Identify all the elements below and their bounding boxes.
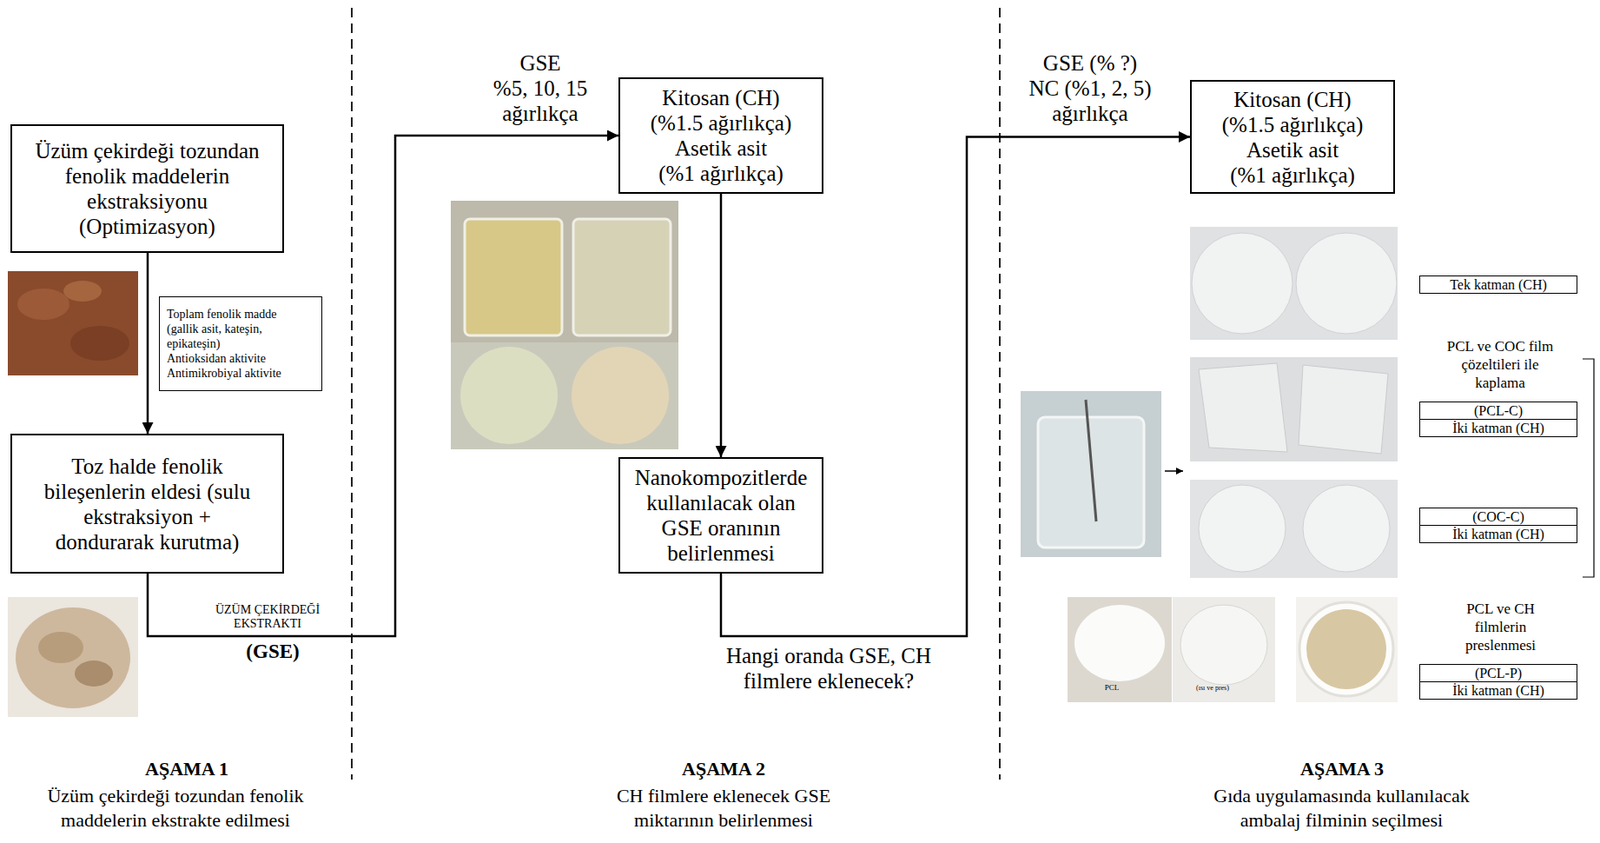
- stage-title: AŞAMA 3: [1211, 757, 1473, 781]
- film-type-box: İki katman (CH): [1419, 418, 1578, 437]
- line-label: (GSE): [229, 640, 317, 663]
- box-text: Üzüm çekirdeği tozundan fenolik maddeler…: [23, 138, 272, 239]
- coated-film: [1302, 484, 1390, 572]
- coating-beaker: [1038, 416, 1144, 548]
- powder-texture: [63, 280, 102, 302]
- process-box: Nanokompozitlerde kullanılacak olan GSE …: [618, 456, 824, 574]
- ratio-label: GSE: [475, 50, 606, 76]
- stage-title: AŞAMA 1: [56, 757, 318, 781]
- group-bracket: [1582, 358, 1594, 577]
- solution-box: Kitosan (CH)(%1.5 ağırlıkça)Asetik asit(…: [618, 77, 824, 194]
- extract-chunk: [38, 631, 84, 663]
- box-text: Asetik asit: [674, 135, 767, 161]
- stage-divider: [998, 7, 1001, 780]
- box-text: (PCL-C): [1474, 402, 1523, 419]
- film-type-box: İki katman (CH): [1419, 524, 1578, 543]
- process-box: Üzüm çekirdeği tozundan fenolik maddeler…: [10, 124, 285, 253]
- line-label: ÜZÜM ÇEKİRDEĞİ EKSTRAKTI: [198, 602, 338, 631]
- powder-texture: [70, 325, 130, 361]
- coated-film: [1198, 484, 1286, 572]
- pointer-arrow: [1164, 469, 1184, 472]
- pressed-film: [1306, 608, 1387, 689]
- box-text: (%1 ağırlıkça): [658, 160, 784, 186]
- box-text: İki katman (CH): [1452, 681, 1545, 699]
- question-label: Hangi oranda GSE, CH filmlere eklenecek?: [702, 642, 955, 694]
- film-type-box: (PCL-C): [1419, 401, 1578, 420]
- box-text: Tek katman (CH): [1449, 276, 1548, 293]
- photo-label: (ısı ve pres): [1177, 682, 1248, 693]
- flow-arrow: [720, 193, 723, 457]
- extract-chunk: [74, 660, 113, 687]
- film-disc: [1295, 232, 1397, 334]
- box-text: (%1.5 ağırlıkça): [650, 110, 792, 136]
- coated-film: [1298, 364, 1389, 454]
- coating-photo: [1020, 390, 1162, 557]
- box-text: (PCL-P): [1474, 664, 1522, 681]
- ratio-label: ağırlıkça: [1003, 100, 1177, 126]
- film-disc: [571, 346, 669, 444]
- box-text: Kitosan (CH): [1233, 86, 1351, 113]
- pcl-film: [1074, 604, 1165, 681]
- press-photo: [1172, 596, 1276, 702]
- box-text: İki katman (CH): [1452, 525, 1545, 543]
- beaker-photo: [450, 200, 679, 343]
- film-photo: [450, 342, 679, 450]
- ratio-label: %5, 10, 15: [475, 75, 606, 101]
- stage-divider: [350, 7, 353, 780]
- box-text: (%1.5 ağırlıkça): [1222, 112, 1363, 138]
- powder-photo: [7, 271, 139, 376]
- stage-caption: Gıda uygulamasında kullanılacak ambalaj …: [1191, 783, 1492, 833]
- box-text: İki katman (CH): [1452, 419, 1545, 437]
- stage-title: AŞAMA 2: [593, 757, 854, 781]
- beaker: [464, 218, 562, 336]
- stage-caption: Üzüm çekirdeği tozundan fenolik maddeler…: [6, 783, 345, 833]
- group-label: PCL ve CH filmlerin preslenmesi: [1450, 599, 1551, 655]
- film-photo: [1190, 226, 1398, 340]
- beaker: [573, 218, 671, 336]
- solution-box: Kitosan (CH)(%1.5 ağırlıkça)Asetik asit(…: [1190, 79, 1396, 194]
- group-label: PCL ve COC film çözeltileri ile kaplama: [1438, 337, 1562, 392]
- press-photo: [1295, 596, 1398, 702]
- box-text: Kitosan (CH): [661, 85, 780, 111]
- box-text: Antimikrobiyal aktivite: [166, 365, 282, 381]
- box-text: Toplam fenolik madde (gallik asit, kateş…: [166, 306, 311, 351]
- box-text: (COC-C): [1472, 508, 1525, 525]
- press-ring: [1299, 601, 1394, 696]
- film-disc: [1191, 232, 1293, 334]
- box-text: Nanokompozitlerde kullanılacak olan GSE …: [623, 464, 819, 566]
- film-type-box: (COC-C): [1419, 507, 1578, 526]
- film-disc: [460, 346, 558, 444]
- flow-arrow: [146, 252, 150, 434]
- photo-label: PCL: [1092, 682, 1131, 693]
- film-photo: [1190, 357, 1398, 462]
- stage-caption: CH filmlere eklenecek GSE miktarının bel…: [584, 783, 863, 833]
- process-box: Toz halde fenolik bileşenlerin eldesi (s…: [10, 433, 285, 574]
- ratio-label: ağırlıkça: [475, 100, 606, 126]
- extract-photo: [7, 596, 139, 717]
- note-box: Toplam fenolik madde (gallik asit, kateş…: [158, 296, 323, 391]
- film-type-box: (PCL-P): [1419, 663, 1578, 682]
- tweezers: [1085, 399, 1097, 522]
- press-photo: [1067, 596, 1172, 702]
- box-text: Asetik asit: [1246, 137, 1339, 163]
- box-text: Toz halde fenolik bileşenlerin eldesi (s…: [42, 453, 253, 555]
- pressed-film: [1180, 604, 1268, 685]
- film-type-box: İki katman (CH): [1419, 680, 1578, 700]
- film-photo: [1190, 479, 1398, 578]
- ratio-label: NC (%1, 2, 5): [1003, 75, 1177, 101]
- coated-film: [1198, 363, 1288, 452]
- powder-texture: [17, 288, 70, 320]
- film-type-box: Tek katman (CH): [1419, 275, 1578, 294]
- box-text: (%1 ağırlıkça): [1229, 162, 1356, 188]
- box-text: Antioksidan aktivite: [166, 350, 266, 366]
- ratio-label: GSE (% ?): [1003, 50, 1177, 76]
- extract-bowl: [15, 607, 131, 708]
